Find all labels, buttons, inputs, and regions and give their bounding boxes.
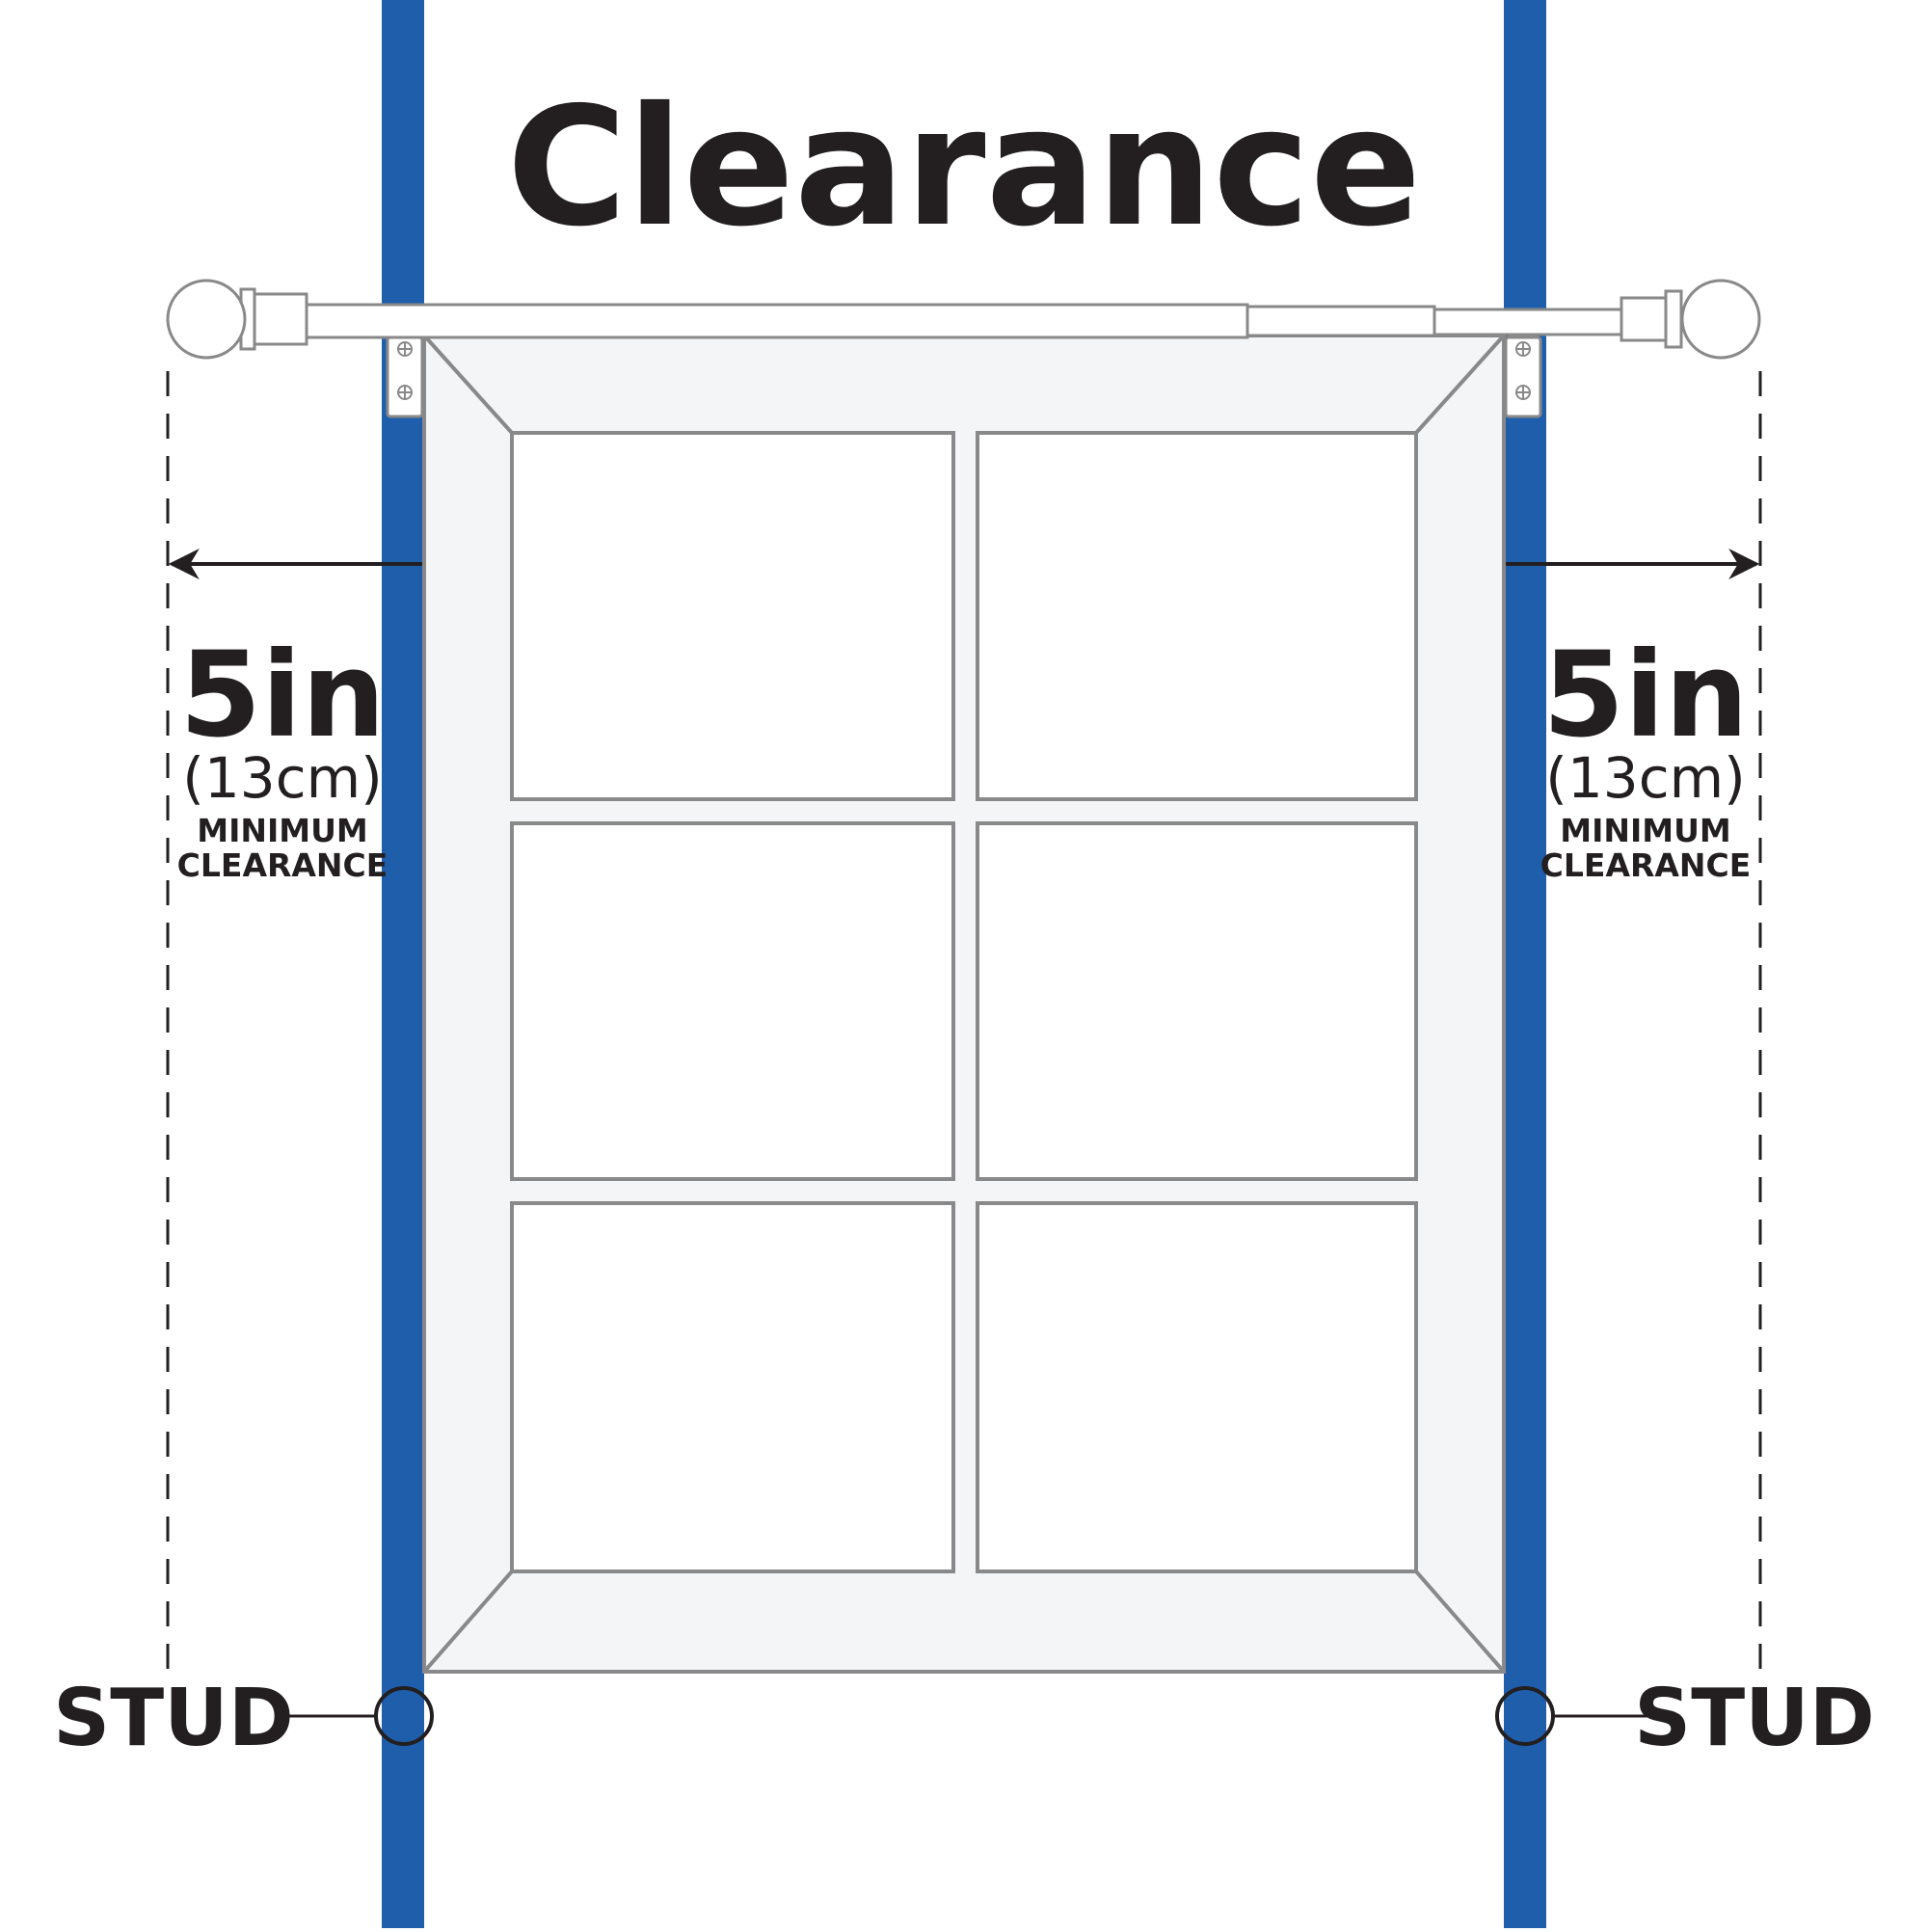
bevel-bottom-left [422, 1570, 514, 1674]
window-pane [510, 431, 955, 801]
window-pane [976, 1201, 1418, 1573]
clearance-metric: (13cm) [1545, 745, 1745, 811]
bevel-top-right [1414, 334, 1506, 435]
clearance-caption-line2: CLEARANCE [1540, 846, 1752, 884]
end-cap-right-ring [1664, 289, 1683, 349]
bevel-top-left [422, 334, 514, 435]
bracket-right [1504, 335, 1542, 418]
stud-left-bar [382, 0, 424, 1928]
finial-icon [1680, 279, 1761, 360]
left-clearance-callout: 5in (13cm) MINIMUM CLEARANCE [177, 627, 388, 884]
screw-icon [1515, 341, 1531, 357]
curtain-rod [166, 279, 1761, 360]
right-clearance-callout: 5in (13cm) MINIMUM CLEARANCE [1540, 627, 1752, 884]
clearance-caption-line1: MINIMUM [197, 812, 368, 849]
window-pane [976, 821, 1418, 1181]
end-cap-right [1620, 296, 1668, 342]
clearance-metric: (13cm) [182, 745, 382, 811]
window-pane [976, 431, 1418, 801]
stud-label: STUD [1634, 1673, 1875, 1764]
clearance-value: 5in [179, 627, 386, 764]
finial-icon [166, 279, 247, 360]
stud-left-marker: STUD [53, 1673, 434, 1764]
bracket-icon [1504, 335, 1542, 418]
window [422, 334, 1506, 1674]
window-pane [510, 821, 955, 1181]
stud-right-marker: STUD [1495, 1673, 1875, 1764]
screw-icon [1515, 385, 1531, 400]
bevel-bottom-right [1414, 1570, 1506, 1674]
screw-icon [397, 341, 413, 357]
rod-extension [1433, 308, 1623, 336]
end-cap-left [251, 292, 308, 346]
window-pane [510, 1201, 955, 1573]
clearance-caption-line1: MINIMUM [1560, 812, 1731, 849]
clearance-caption-line2: CLEARANCE [177, 846, 388, 884]
bracket-left [386, 335, 424, 418]
screw-icon [397, 385, 413, 400]
stud-right-bar [1504, 0, 1546, 1928]
rod-joint [1245, 305, 1436, 337]
page-title: Clearance [507, 72, 1422, 263]
stud-label: STUD [53, 1673, 294, 1764]
clearance-value: 5in [1542, 627, 1749, 764]
rod-main [305, 303, 1249, 339]
